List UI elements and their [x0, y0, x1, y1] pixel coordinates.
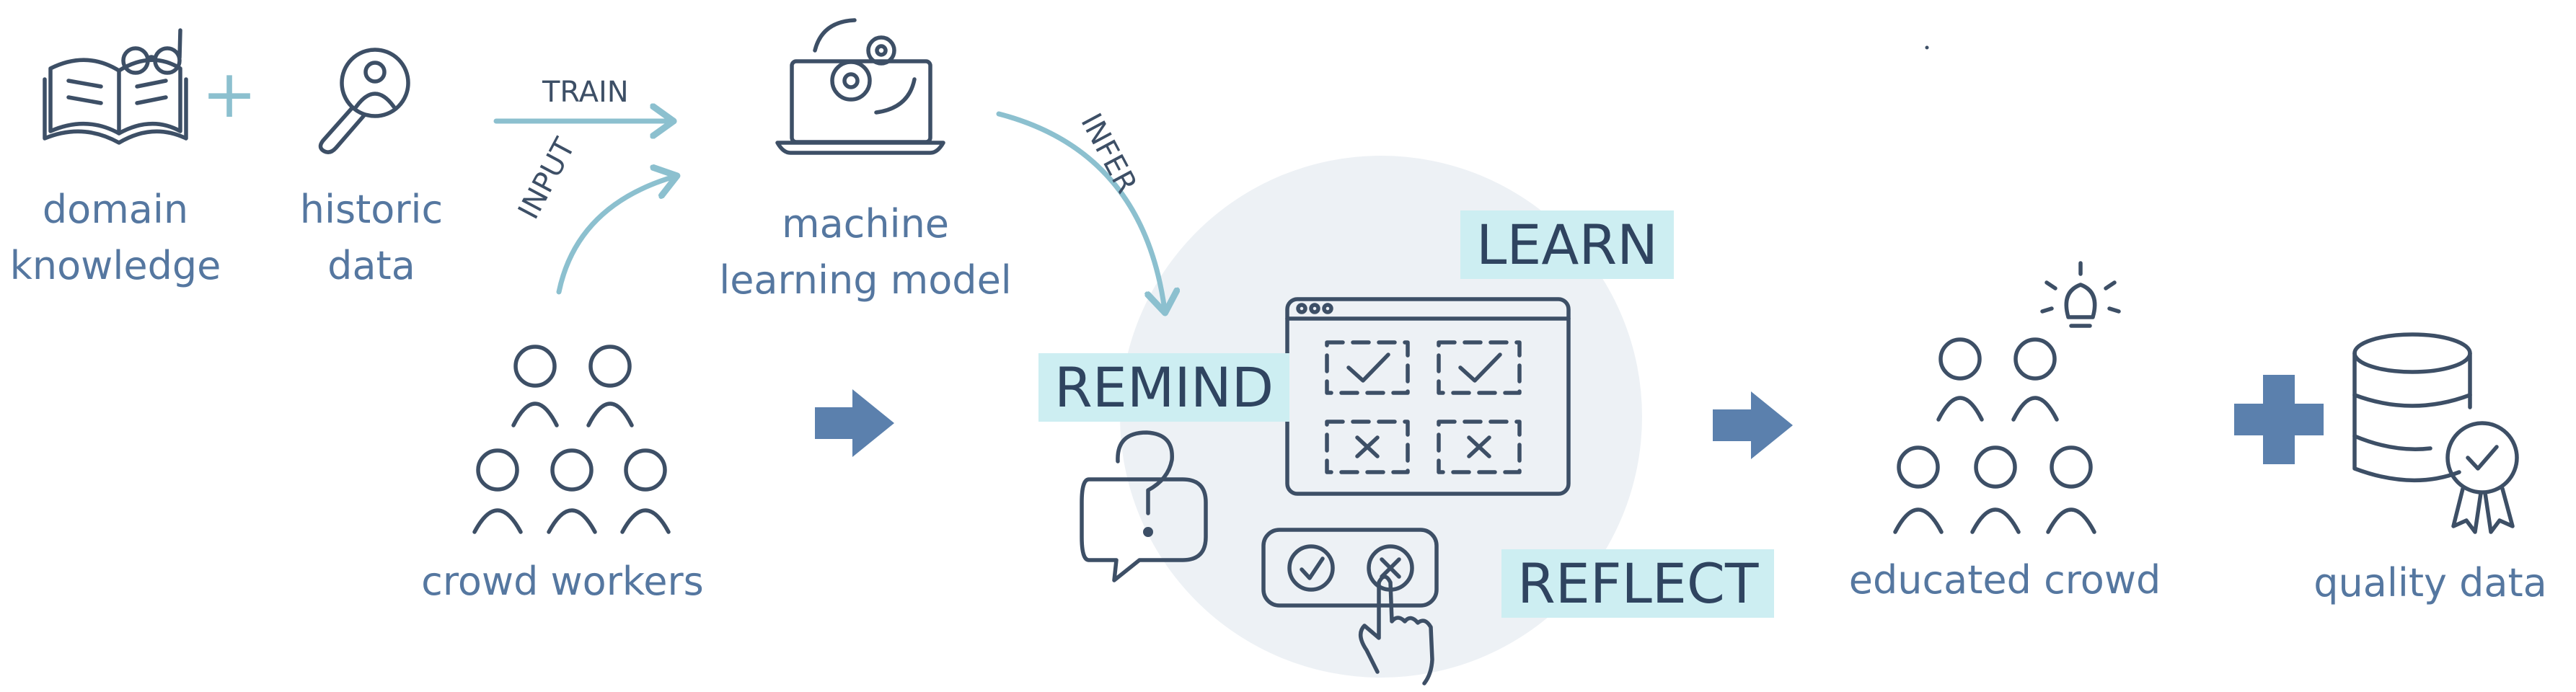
pointing-hand-icon [1359, 575, 1434, 686]
educated-crowd-label: educated crowd [1848, 557, 2161, 603]
domain-knowledge-label: domain knowledge [7, 182, 224, 295]
flow-arrow-2 [1713, 391, 1793, 459]
historic-data-label: historic data [278, 182, 465, 295]
historic-data-line1: historic [299, 187, 444, 232]
quality-data-label: quality data [2313, 560, 2547, 606]
domain-knowledge-line2: knowledge [9, 243, 221, 289]
lightbulb-icon [2040, 261, 2121, 328]
book-glasses-icon [43, 28, 188, 145]
remind-tag: REMIND [1038, 353, 1290, 422]
plus-symbol: + [201, 56, 257, 133]
domain-knowledge-line1: domain [42, 187, 189, 232]
ml-model-line1: machine [781, 201, 950, 247]
ml-model-label: machine learning model [714, 196, 1017, 309]
crowd-icon [472, 345, 671, 534]
ml-model-line2: learning model [719, 257, 1012, 303]
plus-block-icon [2234, 375, 2324, 464]
question-bubble-icon [1080, 430, 1208, 582]
reflect-tag: REFLECT [1501, 549, 1775, 618]
database-badge-icon [2352, 332, 2519, 534]
train-label: TRAIN [542, 76, 629, 109]
flow-arrow-1 [815, 389, 894, 457]
historic-data-line2: data [327, 243, 415, 289]
crowd-workers-label: crowd workers [421, 559, 704, 604]
process-circle [1120, 156, 1642, 678]
input-arrow [556, 177, 674, 295]
learn-tag: LEARN [1460, 210, 1675, 280]
magnifier-person-icon [318, 48, 410, 154]
educated-crowd-icon [1893, 337, 2096, 534]
infer-arrow [996, 111, 1165, 310]
laptop-gears-icon [775, 18, 945, 155]
stray-dot [1925, 45, 1929, 50]
